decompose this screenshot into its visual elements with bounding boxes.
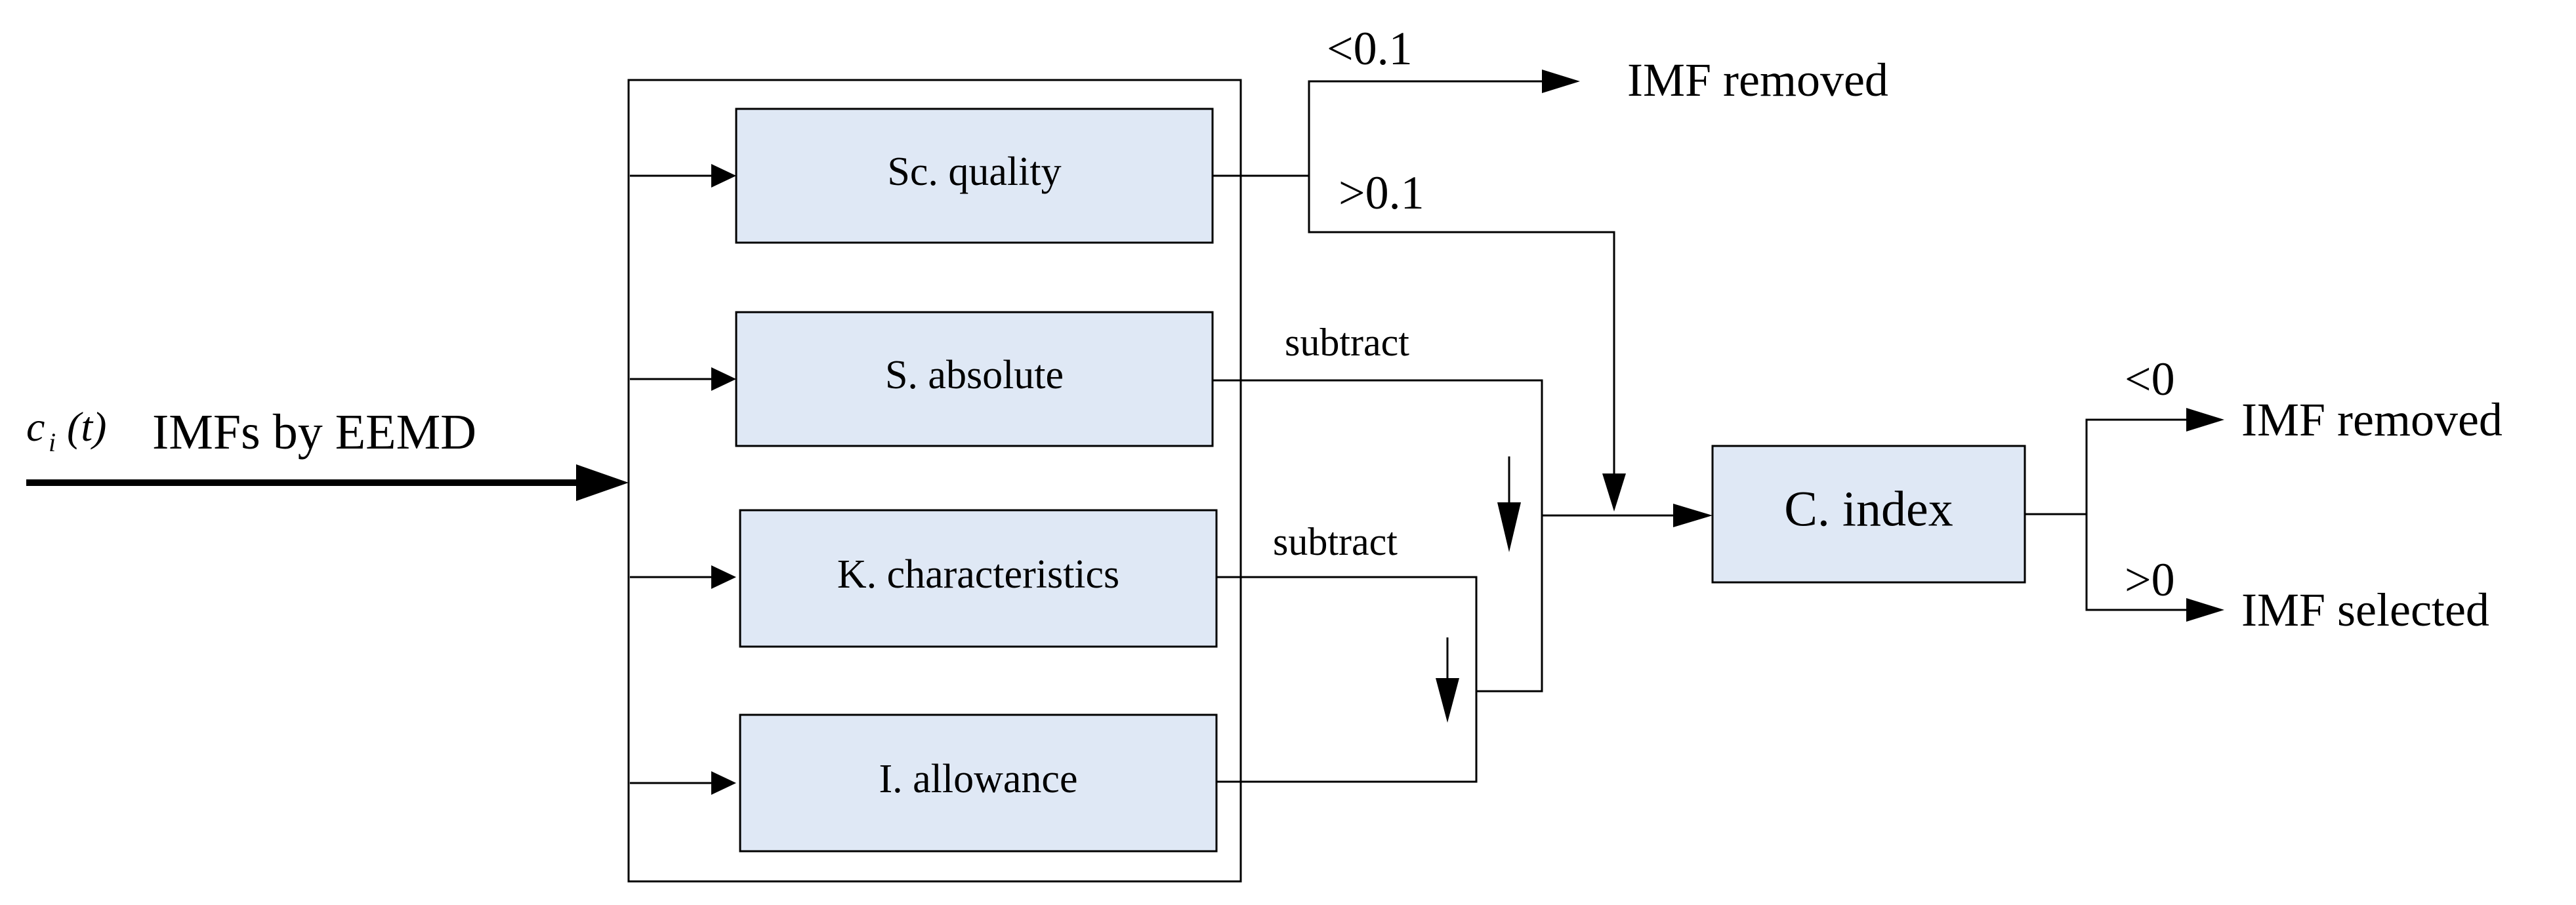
input-arrow bbox=[26, 464, 629, 501]
c-index-branch bbox=[2025, 408, 2224, 622]
box-c-index-label: C. index bbox=[1784, 481, 1953, 536]
right-selected-label: IMF selected bbox=[2241, 584, 2489, 636]
box-s-absolute: S. absolute bbox=[735, 311, 1214, 447]
subtract-label-1: subtract bbox=[1285, 321, 1409, 364]
top-removed-label: IMF removed bbox=[1627, 54, 1888, 106]
box-s-absolute-label: S. absolute bbox=[885, 353, 1064, 397]
s-absolute-subtract bbox=[1213, 379, 1543, 693]
right-gt-label: >0 bbox=[2125, 553, 2175, 606]
box-k-characteristics: K. characteristics bbox=[739, 509, 1218, 648]
box-k-characteristics-label: K. characteristics bbox=[837, 552, 1119, 597]
input-math-label: c bbox=[26, 403, 45, 450]
box-i-allowance-label: I. allowance bbox=[879, 757, 1078, 801]
right-removed-label: IMF removed bbox=[2241, 393, 2503, 446]
top-lt-label: <0.1 bbox=[1327, 22, 1413, 75]
sc-quality-branch bbox=[1213, 70, 1626, 512]
input-math-arg: (t) bbox=[67, 403, 106, 450]
k-characteristics-subtract bbox=[1216, 576, 1478, 783]
feeder-arrows bbox=[630, 164, 736, 795]
input-label: IMFs by EEMD bbox=[152, 405, 476, 460]
box-i-allowance: I. allowance bbox=[739, 714, 1218, 853]
top-gt-label: >0.1 bbox=[1339, 167, 1424, 219]
merge-to-c-index bbox=[1542, 504, 1713, 527]
input-math-subscript: i bbox=[49, 428, 56, 457]
feature-group-box bbox=[627, 79, 1242, 883]
box-c-index: C. index bbox=[1711, 445, 2026, 584]
box-sc-quality-label: Sc. quality bbox=[887, 150, 1061, 194]
subtract-label-2: subtract bbox=[1273, 520, 1398, 563]
right-lt-label: <0 bbox=[2125, 353, 2175, 405]
box-sc-quality: Sc. quality bbox=[735, 108, 1214, 244]
